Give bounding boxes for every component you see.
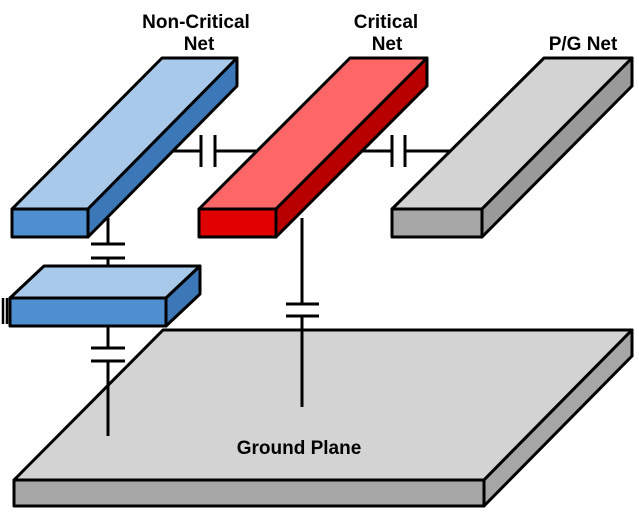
ground-plane-label: Ground Plane: [237, 438, 362, 459]
pg-net-front: [390, 207, 484, 239]
critical-net-bar: [197, 56, 429, 239]
capacitor-red-to-gray: [390, 135, 407, 167]
lower-net-edge-marks: [1, 298, 9, 324]
non-critical-net-label-line1: Non-Critical: [142, 12, 250, 33]
critical-net-label-line1: Critical: [354, 12, 418, 33]
ground-plane-side: [482, 328, 634, 508]
non-critical-net-side: [86, 56, 239, 239]
critical-net-front: [197, 207, 278, 239]
capacitor-blue-to-red: [199, 135, 217, 167]
non-critical-net-front: [10, 207, 90, 239]
capacitor-critical-to-ground: [286, 302, 319, 318]
ground-plane-front: [12, 478, 486, 508]
non-critical-net-bar: [10, 56, 239, 239]
capacitor-blue-to-lower: [91, 242, 125, 260]
critical-net-label-line2: Net: [372, 34, 403, 55]
lower-net-block: [8, 264, 202, 328]
ground-plane: [12, 328, 634, 508]
capacitor-lower-to-ground: [91, 346, 125, 363]
pg-net-side: [480, 56, 634, 239]
critical-net-side: [274, 56, 429, 239]
lower-net-front: [8, 296, 168, 328]
pg-net-label: P/G Net: [549, 34, 618, 55]
lower-net-side: [164, 264, 202, 328]
non-critical-net-label-line2: Net: [184, 34, 215, 55]
pg-net-bar: [390, 56, 634, 239]
